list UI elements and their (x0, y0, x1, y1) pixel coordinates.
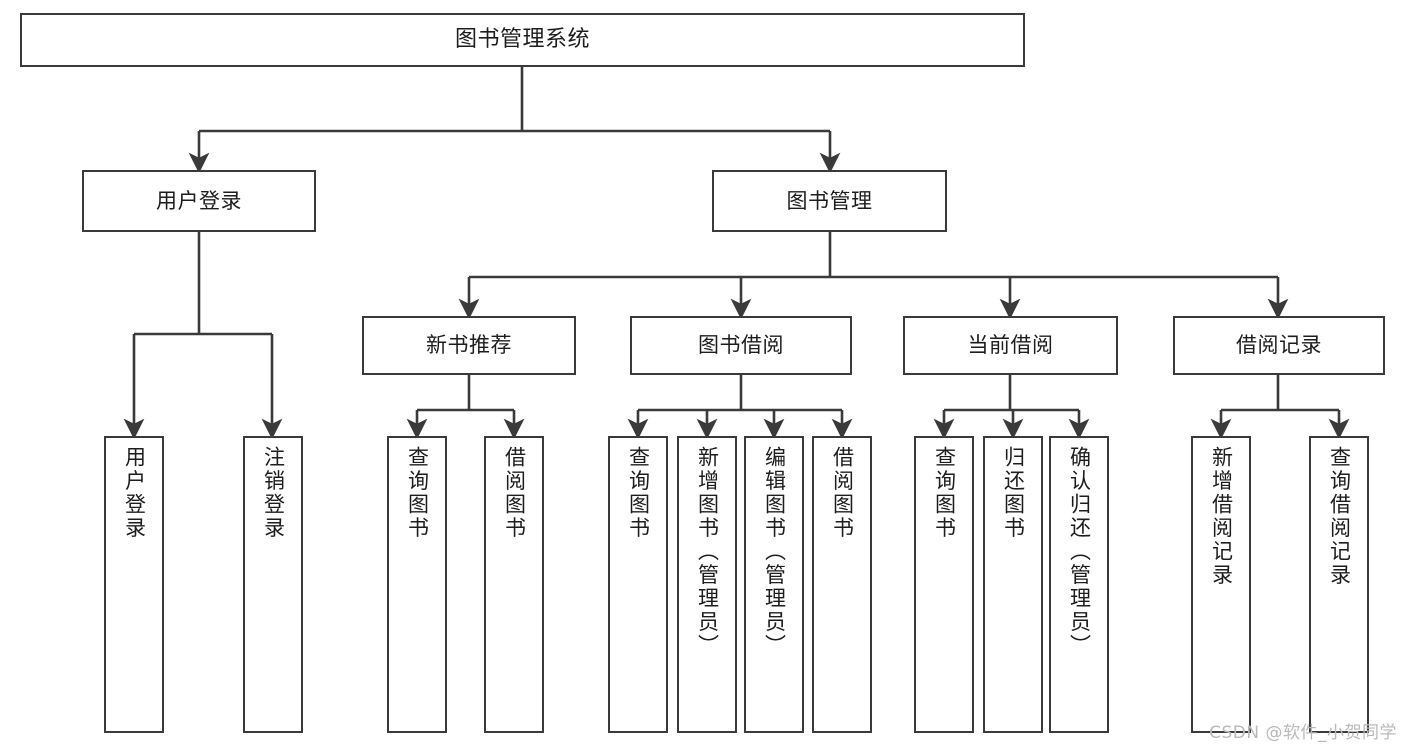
node-label: 确认归还（管理员） (1067, 446, 1092, 658)
node-book-management[interactable]: 图书管理 (712, 170, 947, 232)
node-label: 当前借阅 (967, 333, 1054, 358)
node-label: 新书推荐 (426, 333, 512, 358)
node-new-book-recommend[interactable]: 新书推荐 (362, 316, 576, 375)
leaf-add-borrow-record[interactable]: 新增借阅记录 (1191, 436, 1251, 733)
watermark: CSDN @软件_小贺同学 (1209, 723, 1397, 743)
node-label: 注销登录 (261, 446, 286, 540)
leaf-borrow-book-recommend[interactable]: 借阅图书 (484, 436, 544, 733)
node-label: 图书管理 (786, 188, 873, 213)
node-label: 查询图书 (626, 446, 651, 540)
leaf-confirm-return[interactable]: 确认归还（管理员） (1049, 436, 1109, 733)
leaf-edit-book[interactable]: 编辑图书（管理员） (744, 436, 804, 733)
node-label: 查询借阅记录 (1327, 446, 1352, 587)
leaf-add-book[interactable]: 新增图书（管理员） (677, 436, 737, 733)
leaf-borrow-book[interactable]: 借阅图书 (812, 436, 872, 733)
node-label: 图书管理系统 (454, 27, 590, 53)
node-label: 新增借阅记录 (1209, 446, 1234, 587)
leaf-query-book-recommend[interactable]: 查询图书 (387, 436, 447, 733)
leaf-user-login[interactable]: 用户登录 (104, 436, 164, 733)
node-label: 查询图书 (405, 446, 430, 540)
node-root-system[interactable]: 图书管理系统 (20, 13, 1025, 67)
leaf-query-book-current[interactable]: 查询图书 (914, 436, 974, 733)
node-label: 借阅图书 (830, 446, 855, 540)
leaf-logout[interactable]: 注销登录 (243, 436, 303, 733)
node-label: 用户登录 (156, 188, 242, 213)
leaf-query-book-borrow[interactable]: 查询图书 (608, 436, 668, 733)
node-label: 编辑图书（管理员） (762, 446, 787, 658)
node-label: 图书借阅 (698, 333, 784, 358)
node-borrow-record[interactable]: 借阅记录 (1173, 316, 1385, 375)
node-user-login[interactable]: 用户登录 (82, 170, 316, 232)
node-label: 新增图书（管理员） (695, 446, 720, 658)
node-current-borrow[interactable]: 当前借阅 (903, 316, 1118, 375)
node-label: 借阅图书 (502, 446, 527, 540)
node-label: 查询图书 (932, 446, 957, 540)
node-book-borrow[interactable]: 图书借阅 (630, 316, 852, 375)
node-label: 借阅记录 (1236, 333, 1322, 358)
leaf-query-borrow-record[interactable]: 查询借阅记录 (1309, 436, 1369, 733)
node-label: 用户登录 (122, 446, 147, 540)
leaf-return-book[interactable]: 归还图书 (983, 436, 1043, 733)
node-label: 归还图书 (1001, 446, 1026, 540)
